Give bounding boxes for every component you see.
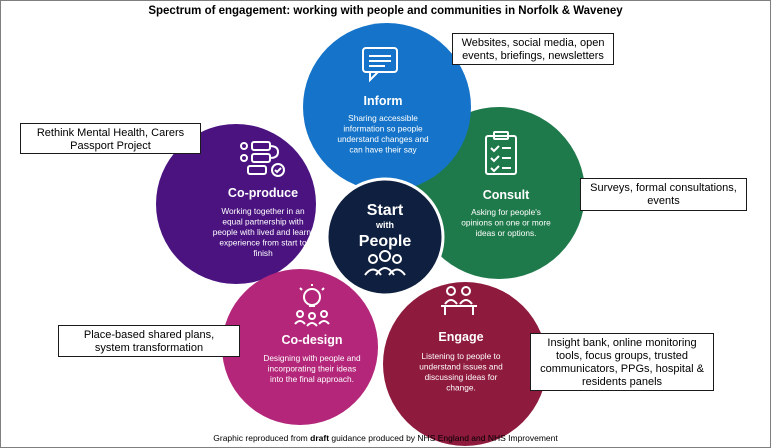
group-meeting-icon: [441, 286, 477, 315]
inform-title: Inform: [364, 94, 403, 108]
inform-desc-line: understand changes and: [337, 134, 429, 144]
coproduce-desc-line: Working together in an: [221, 206, 305, 216]
clipboard-checklist-icon: [485, 131, 517, 175]
engage-desc-line: Listening to people to: [422, 351, 501, 361]
engage-desc-line: change.: [446, 383, 476, 393]
consult-title: Consult: [483, 188, 530, 202]
engage-desc-line: understand issues and: [419, 362, 503, 372]
coproduce-desc-line: people with lived and learnt: [213, 227, 314, 237]
center-title-with: with: [375, 220, 394, 230]
codesign-title: Co-design: [281, 333, 342, 347]
engage-callout: Insight bank, online monitoring tools, f…: [530, 333, 714, 391]
coproduce-desc-line: equal partnership with: [222, 217, 304, 227]
center-title-people: People: [359, 233, 412, 250]
speech-bubble-icon: [362, 47, 398, 83]
consult-desc-line: ideas or options.: [476, 228, 537, 238]
people-group-icon: [364, 250, 406, 276]
footer-suffix: guidance produced by NHS England and NHS…: [331, 433, 558, 443]
footer-prefix: Graphic reproduced from: [213, 433, 308, 443]
codesign-desc-line: incorporating their ideas: [268, 364, 357, 374]
inform-desc-line: can have their say: [349, 145, 417, 155]
footer-credit: Graphic reproduced from draft guidance p…: [0, 433, 771, 443]
coproduce-desc-line: experience from start to: [219, 238, 307, 248]
codesign-petal: [222, 269, 378, 425]
coproduce-desc-line: finish: [253, 248, 273, 258]
consult-desc-line: Asking for people's: [471, 207, 541, 217]
coproduce-title: Co-produce: [228, 186, 298, 200]
inform-petal: [303, 23, 471, 191]
inform-callout: Websites, social media, open events, bri…: [452, 33, 614, 65]
center-circle: [325, 177, 445, 297]
engage-desc-line: discussing ideas for: [425, 372, 498, 382]
codesign-desc-line: into the final approach.: [270, 374, 354, 384]
engage-petal: [383, 282, 547, 446]
consult-desc-line: opinions on one or more: [461, 218, 551, 228]
consult-callout: Surveys, formal consultations, events: [580, 178, 747, 211]
engage-title: Engage: [438, 330, 483, 344]
coproduce-callout: Rethink Mental Health, Carers Passport P…: [20, 123, 201, 154]
inform-desc-line: information so people: [343, 124, 423, 134]
lightbulb-people-icon: [294, 284, 330, 327]
codesign-desc-line: Designing with people and: [263, 353, 361, 363]
diagram-title: Spectrum of engagement: working with peo…: [148, 5, 623, 17]
inform-desc-line: Sharing accessible: [348, 113, 418, 123]
codesign-callout: Place-based shared plans, system transfo…: [58, 325, 240, 357]
workflow-icon: [240, 141, 285, 177]
center-title-start: Start: [367, 202, 404, 219]
footer-bold: draft: [310, 433, 330, 443]
